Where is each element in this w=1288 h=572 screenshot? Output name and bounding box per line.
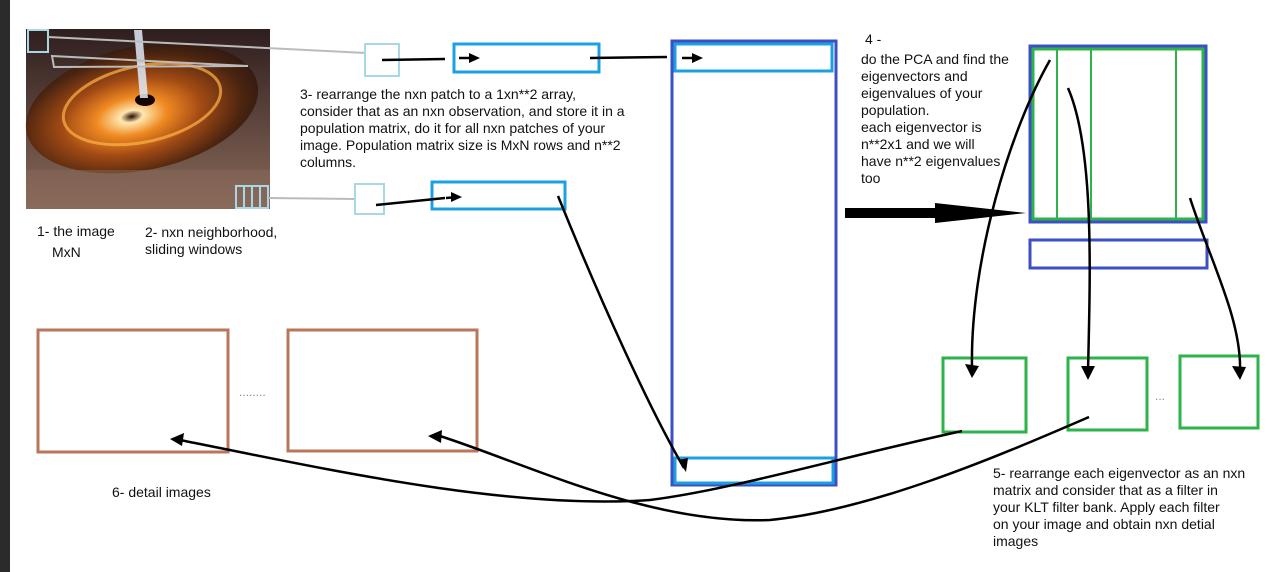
population-row-top [673, 42, 834, 73]
step5-label: 5- rearrange each eigenvector as an nxn … [993, 465, 1246, 549]
filter-n [1178, 354, 1260, 430]
step3-label: 3- rearrange the nxn patch to a 1xn**2 a… [300, 86, 625, 170]
eigenvalue-row [1028, 238, 1209, 270]
step4-number: 4 - [865, 31, 882, 47]
window-sweep [50, 54, 249, 69]
eigenvector-columns [1031, 47, 1205, 221]
filter-2 [1066, 356, 1149, 432]
filter-arrows [970, 59, 1242, 373]
big-arrow [845, 203, 1026, 223]
step2-label: 2- nxn neighborhood, sliding windows [145, 224, 278, 257]
eigenvector-matrix [1028, 44, 1208, 224]
population-matrix [670, 39, 838, 487]
input-image [25, 29, 270, 209]
step6-label: 6- detail images [112, 484, 211, 500]
diagram-graphics [25, 29, 1260, 522]
row-array-bottom [430, 180, 567, 211]
patch-bottom [354, 183, 385, 215]
connector-bottom [267, 197, 357, 200]
detail-image-1 [36, 328, 230, 454]
connector-top [47, 36, 367, 54]
step1-title: 1- the image [37, 223, 115, 239]
detail-arrows [179, 415, 1090, 522]
filter-1 [941, 356, 1028, 434]
step4-label: do the PCA and find the eigenvectors and… [861, 51, 1009, 186]
window-top-left [27, 29, 49, 53]
filter-ellipsis: ... [1155, 389, 1166, 403]
diagram-canvas: 1- the image MxN 2- nxn neighborhood, sl… [10, 0, 1288, 572]
detail-ellipsis: ........ [239, 385, 266, 399]
detail-image-2 [286, 328, 479, 453]
step1-size: MxN [52, 244, 81, 260]
population-row-bottom [673, 456, 835, 485]
